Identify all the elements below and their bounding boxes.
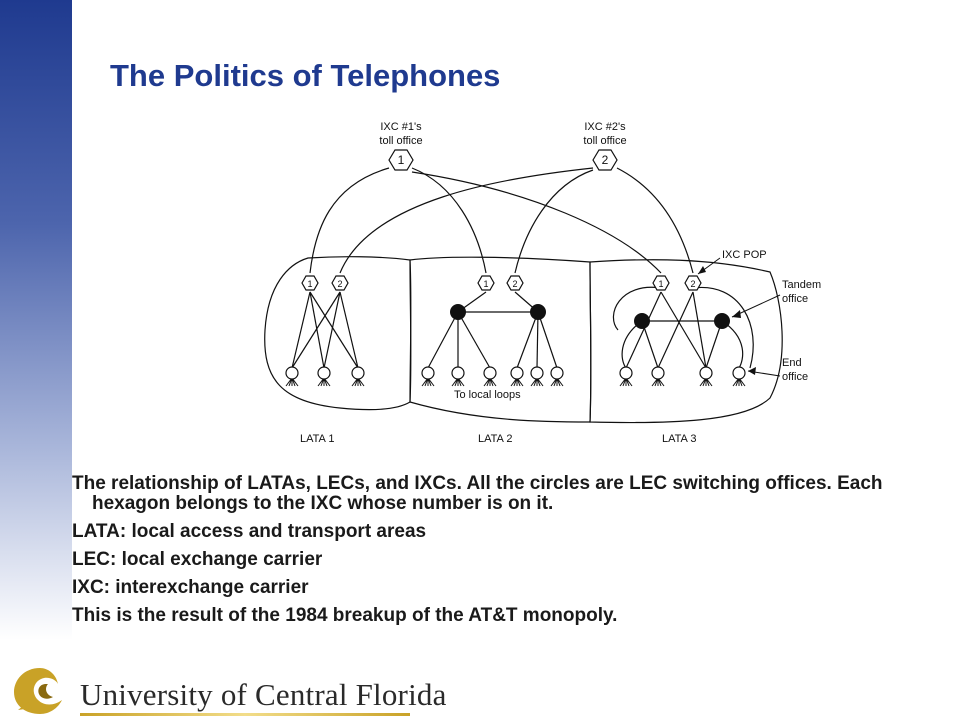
ixc1-toll-office-hexagon — [388, 149, 414, 171]
slide-title: The Politics of Telephones — [110, 58, 501, 93]
ixc1-label-line2: toll office — [379, 135, 422, 147]
tandem-annotation-line1: Tandem — [782, 279, 821, 291]
trunk-ixc2-lata3 — [616, 167, 694, 274]
trunk-ixc1-lata3 — [411, 171, 662, 274]
pop-lata1-ixc2 — [331, 275, 349, 291]
pop-lata1-ixc1-number: 1 — [307, 279, 312, 289]
ixc-pop-annotation: IXC POP — [722, 249, 767, 261]
history-note: This is the result of the 1984 breakup o… — [72, 605, 618, 626]
tandem-office-lata2-b — [530, 304, 546, 320]
tandem-office-lata2-a — [450, 304, 466, 320]
end-office-lata2-e — [530, 366, 544, 380]
lata3-region — [589, 259, 783, 424]
sidebar-gradient — [0, 0, 72, 640]
end-office-lata3-b — [651, 366, 665, 380]
pop-lata3-ixc1-number: 1 — [658, 279, 663, 289]
end-office-annotation-line1: End — [782, 357, 802, 369]
end-office-lata1-a — [285, 366, 299, 380]
pop-lata2-ixc1 — [477, 275, 495, 291]
university-name: University of Central Florida — [80, 677, 447, 712]
ixc1-label-line1: IXC #1's — [380, 121, 422, 133]
pop-lata3-ixc1 — [652, 275, 670, 291]
lata-network-diagram: 1 2 1 2 1 2 1 2 IXC #1's toll office IXC… — [264, 121, 821, 445]
lata2-label: LATA 2 — [478, 433, 512, 445]
slide-body: The relationship of LATAs, LECs, and IXC… — [72, 474, 932, 634]
pop-lata2-ixc1-number: 1 — [483, 279, 488, 289]
lata3-label: LATA 3 — [662, 433, 696, 445]
diagram-caption: The relationship of LATAs, LECs, and IXC… — [72, 473, 883, 514]
ixc2-label-line1: IXC #2's — [584, 121, 626, 133]
trunk-ixc2-lata2 — [514, 169, 594, 274]
lata1-region — [264, 256, 412, 411]
end-office-lata3-a — [619, 366, 633, 380]
ixc2-toll-office-hexagon — [592, 149, 618, 171]
pop-lata1-ixc1 — [301, 275, 319, 291]
end-office-lata2-b — [451, 366, 465, 380]
pop-lata3-ixc2-number: 2 — [690, 279, 695, 289]
ixc-definition: IXC: interexchange carrier — [72, 577, 309, 598]
lata-definition: LATA: local access and transport areas — [72, 521, 427, 542]
ixc1-hex-number: 1 — [398, 153, 405, 167]
pop-lata2-ixc2 — [506, 275, 524, 291]
ixc2-label-line2: toll office — [583, 135, 626, 147]
tandem-office-lata3-b — [714, 313, 730, 329]
end-office-lata2-c — [483, 366, 497, 380]
trunk-ixc2-lata1 — [339, 167, 594, 274]
pop-lata3-ixc2 — [684, 275, 702, 291]
pegasus-logo-icon — [14, 668, 62, 714]
end-office-lata2-d — [510, 366, 524, 380]
end-office-annotation-line2: office — [782, 371, 808, 383]
end-office-lata3-d — [732, 366, 746, 380]
footer-gold-rule — [80, 713, 410, 716]
end-office-lata1-b — [317, 366, 331, 380]
end-office-lata2-a — [421, 366, 435, 380]
lec-definition: LEC: local exchange carrier — [72, 549, 323, 570]
end-office-lata3-c — [699, 366, 713, 380]
pop-lata2-ixc2-number: 2 — [512, 279, 517, 289]
end-office-lata1-c — [351, 366, 365, 380]
ixc2-hex-number: 2 — [602, 153, 609, 167]
pop-lata1-ixc2-number: 2 — [337, 279, 342, 289]
end-office-lata2-f — [550, 366, 564, 380]
trunk-ixc1-lata1 — [309, 167, 390, 274]
tandem-office-lata3-a — [634, 313, 650, 329]
to-local-loops-label: To local loops — [454, 389, 521, 401]
lata1-label: LATA 1 — [300, 433, 334, 445]
tandem-annotation-line2: office — [782, 293, 808, 305]
